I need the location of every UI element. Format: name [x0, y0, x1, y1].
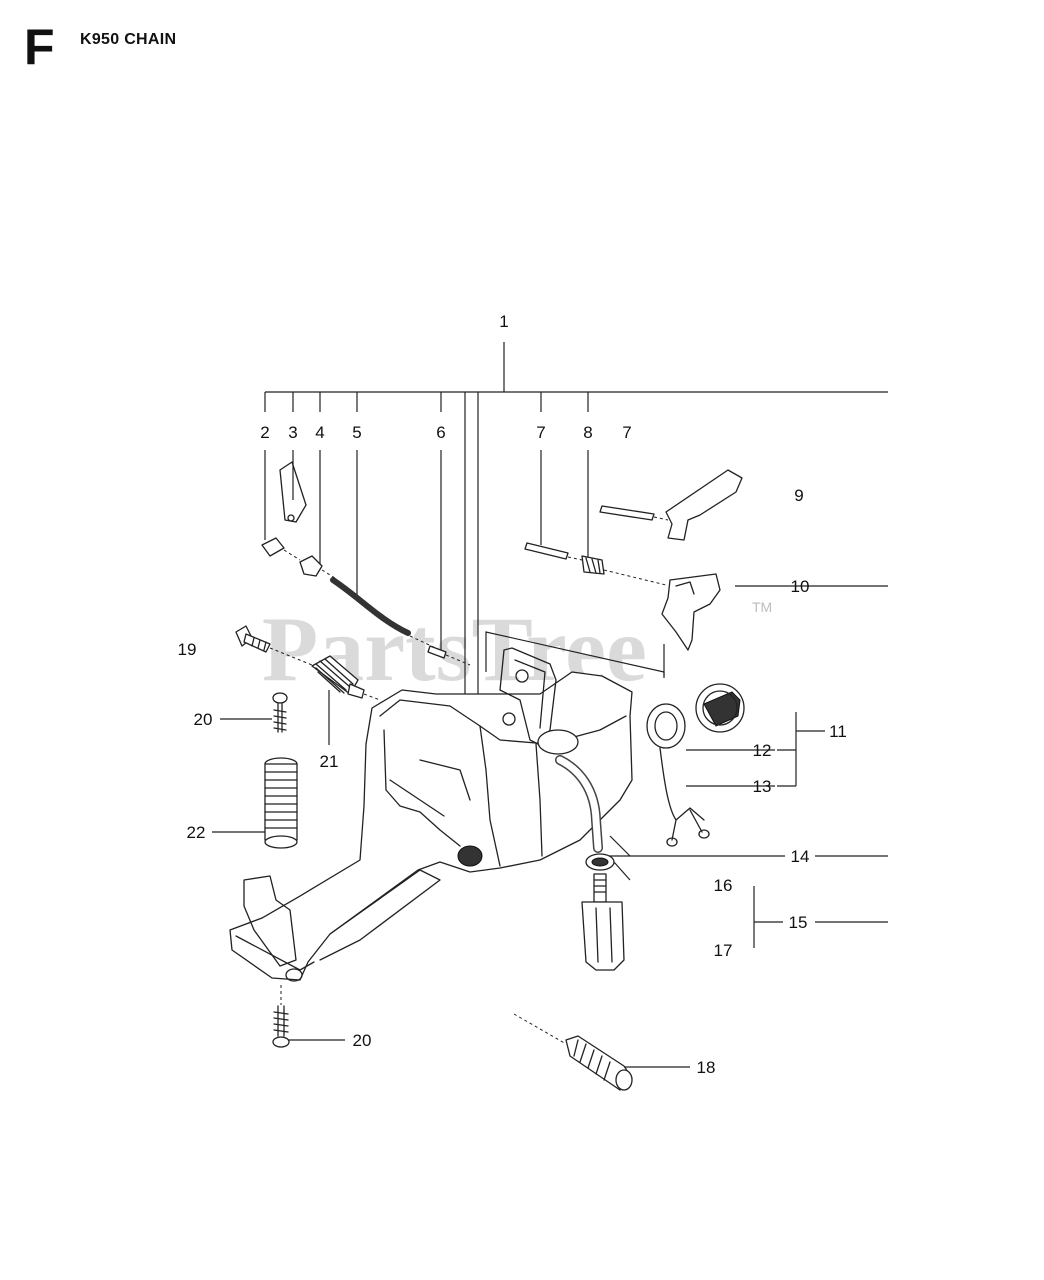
callout-20-top: 20 [194, 710, 213, 729]
callout-15: 15 [789, 913, 808, 932]
callout-22: 22 [187, 823, 206, 842]
section-letter: F [24, 19, 55, 75]
choke-lever-part [261, 461, 307, 561]
page-title: K950 CHAIN [80, 31, 177, 48]
callout-8: 8 [583, 423, 592, 442]
callout-18: 18 [697, 1058, 716, 1077]
hose-part [330, 577, 441, 651]
callout-4: 4 [315, 423, 324, 442]
callout-17: 17 [714, 941, 733, 960]
rear-handle-body [229, 647, 633, 982]
callout-21: 21 [320, 752, 339, 771]
callout-12: 12 [753, 741, 772, 760]
fuel-hose-part [555, 755, 631, 857]
callout-10: 10 [791, 577, 810, 596]
callout-14: 14 [791, 847, 810, 866]
leader-lines [212, 450, 888, 1068]
buffer-part [311, 655, 381, 701]
callout-11: 11 [829, 722, 847, 741]
fuel-cap-part [646, 683, 745, 847]
fitting-part [299, 555, 336, 579]
callout-9: 9 [794, 486, 803, 505]
callout-3: 3 [288, 423, 297, 442]
callout-7: 7 [536, 423, 545, 442]
throttle-pin-part [524, 542, 667, 586]
watermark-tm: TM [752, 599, 772, 615]
callout-2: 2 [260, 423, 269, 442]
callout-labels: 1 2 3 4 5 6 7 8 7 9 10 11 12 13 14 15 16… [178, 312, 847, 1077]
screw-part [235, 625, 313, 666]
fuel-filter-part [581, 853, 631, 971]
callout-19: 19 [178, 640, 197, 659]
throttle-trigger-part [661, 573, 721, 651]
screw-top-part [272, 692, 288, 733]
throttle-lock-part [599, 469, 743, 541]
callout-1: 1 [499, 312, 508, 331]
callout-5: 5 [352, 423, 361, 442]
callout-7-second: 7 [622, 423, 631, 442]
callout-13: 13 [753, 777, 772, 796]
callout-16: 16 [714, 876, 733, 895]
bracket-item-1 [264, 342, 888, 700]
screw-bottom-part [272, 985, 290, 1048]
callout-20-bottom: 20 [353, 1031, 372, 1050]
buffer-18-part [513, 1013, 633, 1091]
rubber-buffer-part [264, 757, 298, 849]
callout-6: 6 [436, 423, 445, 442]
pin-part [427, 645, 471, 666]
